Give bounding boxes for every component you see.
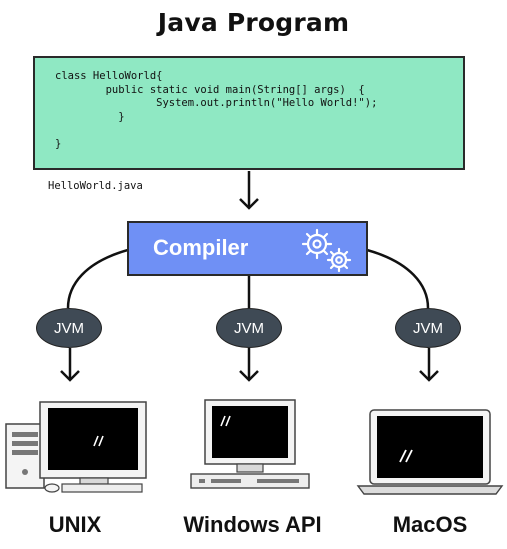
jvm-node-mac: JVM <box>395 308 461 348</box>
desktop-tower-computer-icon <box>5 401 147 493</box>
code-text: class HelloWorld{ public static void mai… <box>55 70 378 150</box>
line-compiler-to-jvm-unix <box>66 248 129 309</box>
jvm-node-windows: JVM <box>216 308 282 348</box>
compiler-label: Compiler <box>153 235 249 260</box>
desktop-computer-icon <box>190 399 310 489</box>
gears-icon <box>301 228 352 273</box>
source-filename: HelloWorld.java <box>48 180 143 192</box>
laptop-icon <box>356 409 504 495</box>
platform-label-mac: MacOS <box>392 512 468 537</box>
platform-label-unix: UNIX <box>48 512 102 537</box>
code-block: class HelloWorld{ public static void mai… <box>33 56 465 170</box>
jvm-node-unix: JVM <box>36 308 102 348</box>
platform-label-windows: Windows API <box>183 512 322 537</box>
diagram-title: Java Program <box>157 8 350 37</box>
line-compiler-to-jvm-mac <box>366 248 430 309</box>
compiler-box: Compiler <box>127 221 368 276</box>
